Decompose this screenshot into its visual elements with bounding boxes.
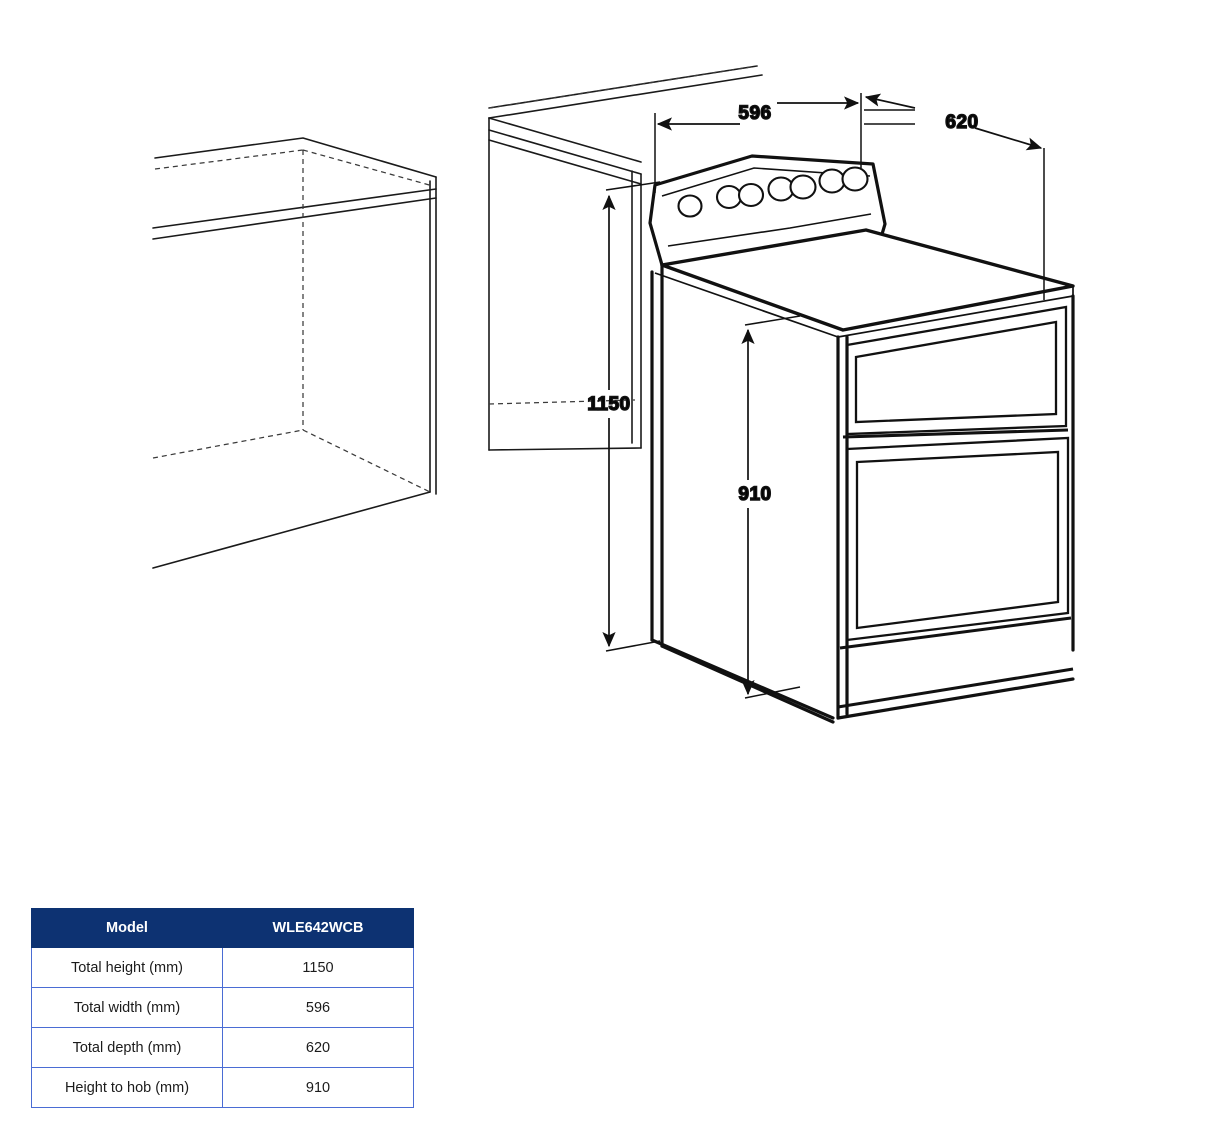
control-knob-2 — [715, 184, 743, 210]
recess-outline-view — [152, 137, 437, 569]
table-row: Total height (mm) 1150 — [31, 947, 414, 988]
recess-rear-floor-left-hidden — [152, 429, 304, 459]
row-label-total-width: Total width (mm) — [31, 987, 223, 1028]
plinth-top-line — [839, 616, 1072, 650]
dimension-hob-910: 910 — [738, 315, 801, 699]
control-knob-6 — [818, 168, 846, 194]
hob-front-right-thickness — [842, 285, 1074, 331]
dim1150-label: 1150 — [587, 394, 630, 415]
recess-worktop-front-lower-2 — [152, 197, 437, 240]
row-value-total-depth: 620 — [222, 1027, 414, 1068]
dimension-width-596: 596 — [654, 93, 862, 193]
control-knob-3 — [737, 182, 765, 208]
recess2-floor-front — [488, 447, 642, 451]
plinth-bottom-line — [837, 667, 1074, 709]
recess2-worktop-top-right-diag — [488, 117, 642, 163]
dim620-label: 620 — [945, 112, 978, 133]
dimension-height-1150: 1150 — [587, 181, 661, 652]
grill-door-bottom-gap — [842, 428, 1069, 439]
recess-rear-top-hidden — [154, 149, 304, 170]
control-knob-1 — [677, 194, 703, 218]
dim910-ext-bottom — [744, 686, 801, 699]
oven-door-outer — [845, 436, 1070, 642]
grill-door-outer — [845, 305, 1068, 436]
cooker-oven-door — [845, 436, 1070, 642]
row-value-height-to-hob: 910 — [222, 1067, 414, 1108]
dim596-label: 596 — [738, 103, 771, 124]
row-label-total-depth: Total depth (mm) — [31, 1027, 223, 1068]
recess2-rear-top-hidden — [488, 65, 758, 109]
dimension-depth-620: 620 — [864, 93, 1045, 300]
cooker-left-side-panel — [650, 263, 835, 724]
installation-recess-hidden — [488, 65, 758, 405]
row-label-total-height: Total height (mm) — [31, 947, 223, 988]
recess2-worktop-front-2 — [488, 139, 642, 185]
recess-rear-top-right-hidden — [302, 149, 434, 187]
table-row: Height to hob (mm) 910 — [31, 1067, 414, 1108]
table-header-model-label: Model — [31, 908, 223, 948]
recess-hidden-lines — [152, 149, 434, 493]
table-header-row: Model WLE642WCB — [31, 908, 414, 948]
hob-front-lower-edge — [837, 295, 1074, 338]
control-knobs-group — [677, 166, 869, 218]
cooker-front-face — [836, 294, 1075, 720]
hob-top-thickness — [654, 272, 1074, 338]
control-knob-5 — [789, 174, 817, 200]
cooker-plinth — [837, 616, 1074, 709]
cooker-front-bottom-edge — [836, 677, 1075, 720]
dim1150-ext-bottom — [605, 640, 661, 652]
cooker-bottom-left-diagonal — [650, 638, 835, 720]
recess-worktop-top-edge — [154, 137, 437, 178]
dim910-label: 910 — [738, 484, 771, 505]
table-row: Total width (mm) 596 — [31, 987, 414, 1028]
control-panel-lower-sweep — [667, 213, 872, 247]
oven-door-inner — [855, 450, 1060, 630]
table-header-model-value: WLE642WCB — [222, 908, 414, 948]
row-label-height-to-hob: Height to hob (mm) — [31, 1067, 223, 1108]
recess-worktop-front-lower — [152, 188, 437, 229]
control-knob-7 — [841, 166, 869, 192]
recess-floor-front-edge — [152, 491, 431, 569]
dim620-arrow-down-right — [974, 127, 1043, 151]
dim910-ext-top — [744, 315, 801, 326]
dim1150-ext-top — [605, 181, 661, 191]
grill-door-inner — [854, 320, 1058, 424]
recess2-rear-floor-hidden — [488, 399, 636, 405]
recess-rear-floor-right-hidden — [302, 429, 431, 493]
dim620-arrow-up-left — [864, 93, 916, 109]
specification-table: Model WLE642WCB Total height (mm) 1150 T… — [31, 908, 414, 1108]
recess2-worktop-top — [488, 74, 763, 119]
table-row: Total depth (mm) 620 — [31, 1027, 414, 1068]
row-value-total-width: 596 — [222, 987, 414, 1028]
recess2-worktop-front — [488, 129, 642, 175]
hob-front-left-thickness — [654, 272, 839, 338]
cooker-grill-door — [842, 305, 1069, 439]
row-value-total-height: 1150 — [222, 947, 414, 988]
